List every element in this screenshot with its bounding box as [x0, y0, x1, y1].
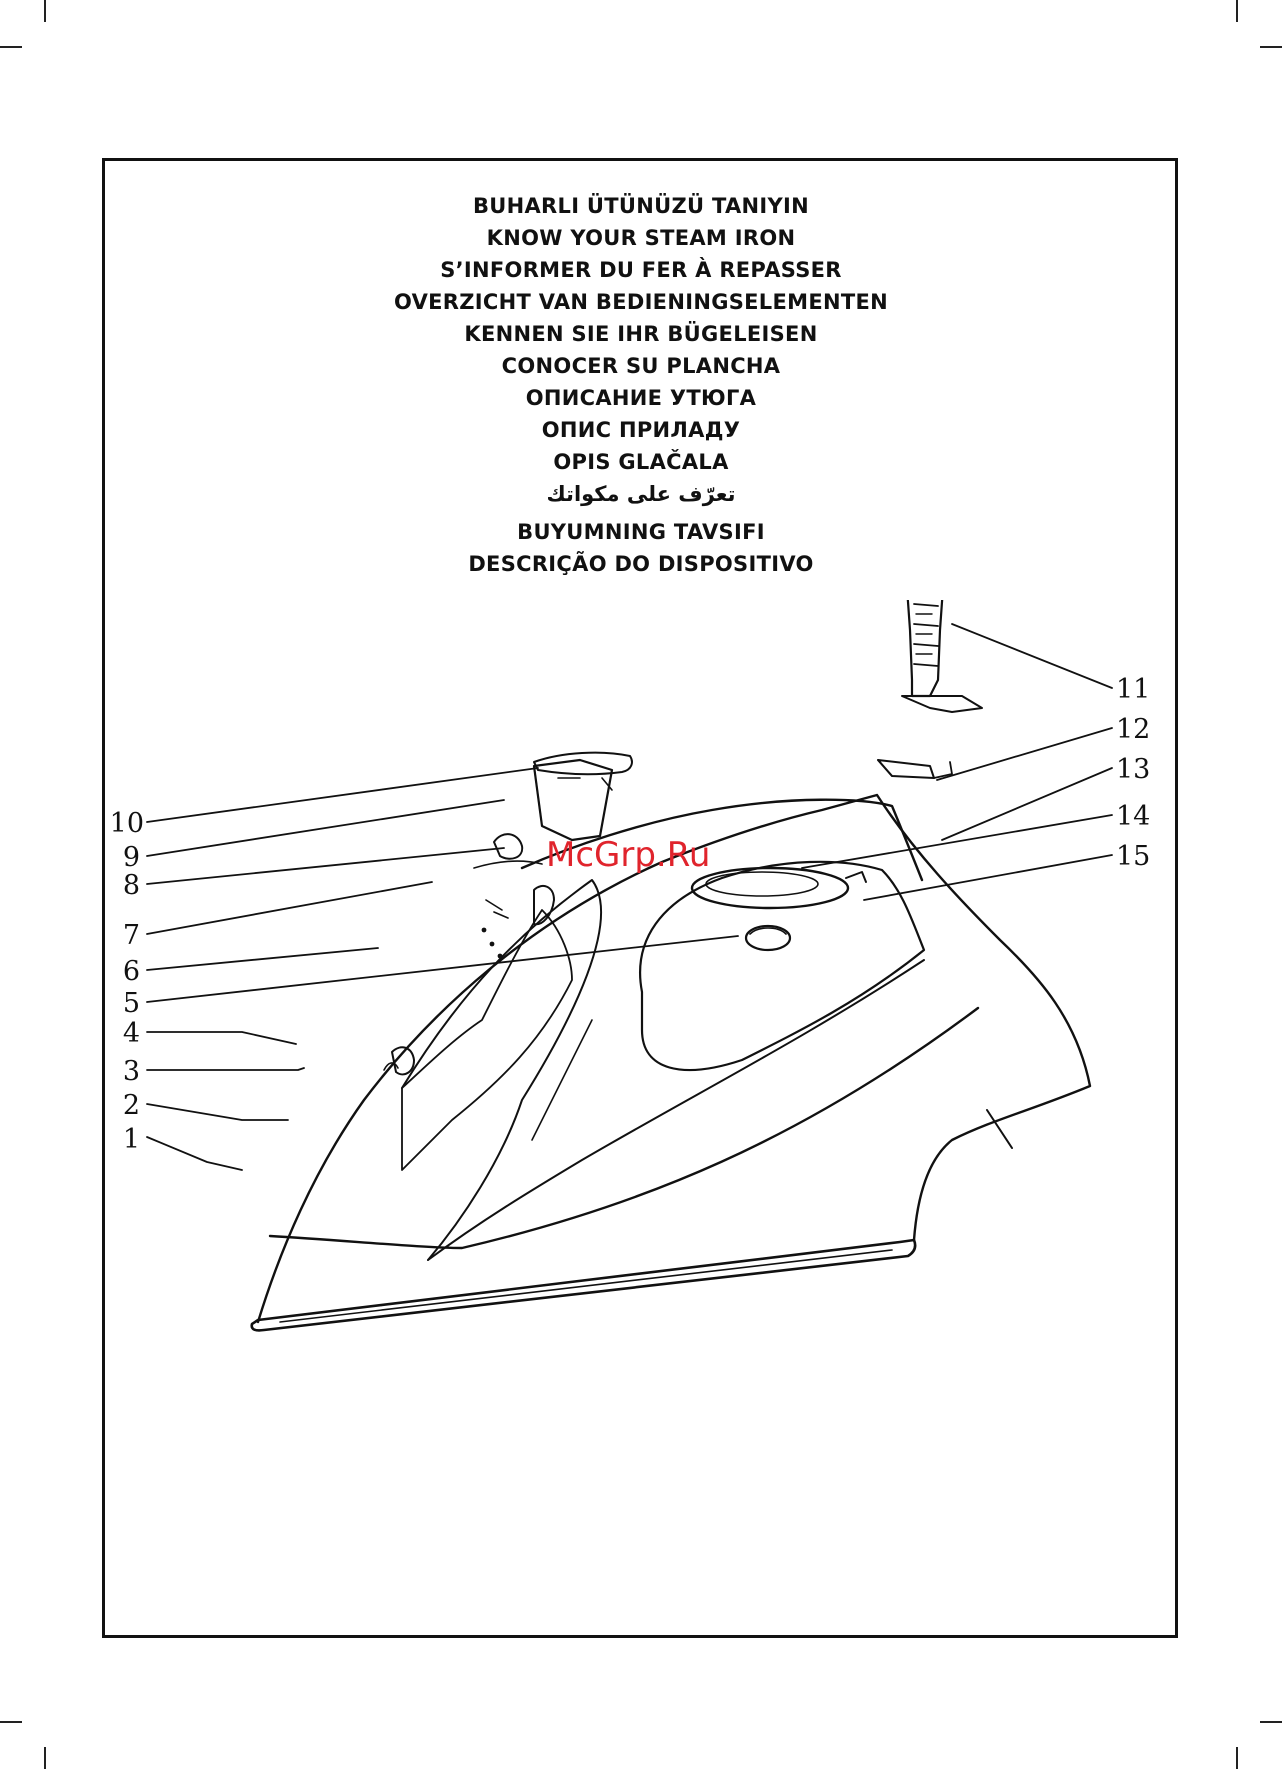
- callout-13: 13: [1116, 754, 1150, 785]
- leader-lines: [147, 624, 1112, 1170]
- callout-1: 1: [123, 1124, 140, 1155]
- steam-iron-diagram: 1 2 3 4 5 6 7 8 9 10 11 12 13 14 15 McGr…: [102, 600, 1178, 1360]
- callout-12: 12: [1116, 714, 1150, 745]
- heading-french: S’INFORMER DU FER À REPASSER: [0, 254, 1282, 286]
- crop-mark: [44, 0, 46, 22]
- front-panel: [402, 880, 601, 1260]
- crop-mark: [0, 46, 22, 48]
- heading-german: KENNEN SIE IHR BÜGELEISEN: [0, 318, 1282, 350]
- crop-mark: [44, 1747, 46, 1769]
- heading-spanish: CONOCER SU PLANCHA: [0, 350, 1282, 382]
- heading-portuguese: DESCRIÇÃO DO DISPOSITIVO: [0, 548, 1282, 580]
- handle-opening: [640, 862, 924, 1070]
- callout-6: 6: [123, 956, 140, 987]
- heading-uzbek: BUYUMNING TAVSIFI: [0, 516, 1282, 548]
- heading-croatian: OPIS GLAČALA: [0, 446, 1282, 478]
- callout-11: 11: [1116, 674, 1150, 705]
- self-clean-button: [746, 926, 790, 950]
- heading-ukrainian: ОПИС ПРИЛАДУ: [0, 414, 1282, 446]
- crop-mark: [1260, 1721, 1282, 1723]
- heading-arabic: تعرّف على مكواتك: [0, 478, 1282, 510]
- crop-mark: [0, 1721, 22, 1723]
- heading-russian: ОПИСАНИЕ УТЮГА: [0, 382, 1282, 414]
- callout-8: 8: [123, 870, 140, 901]
- crop-mark: [1236, 1747, 1238, 1769]
- heading-turkish: BUHARLI ÜTÜNÜZÜ TANIYIN: [0, 190, 1282, 222]
- temperature-dial: [692, 868, 848, 908]
- callout-4: 4: [123, 1018, 140, 1049]
- callout-7: 7: [123, 920, 140, 951]
- watermark: McGrp.Ru: [546, 835, 710, 875]
- callout-2: 2: [123, 1090, 140, 1121]
- soleplate: [252, 1240, 915, 1330]
- callout-10: 10: [110, 808, 144, 839]
- callout-5: 5: [123, 988, 140, 1019]
- heading-english: KNOW YOUR STEAM IRON: [0, 222, 1282, 254]
- callout-14: 14: [1116, 801, 1150, 832]
- callout-numbers: 1 2 3 4 5 6 7 8 9 10 11 12 13 14 15: [110, 674, 1151, 1155]
- crop-mark: [1236, 0, 1238, 22]
- callout-15: 15: [1116, 841, 1150, 872]
- body-seam: [270, 1008, 978, 1248]
- crop-mark: [1260, 46, 1282, 48]
- water-tank-window: [402, 910, 572, 1170]
- spray-button: [494, 834, 522, 859]
- callout-3: 3: [123, 1056, 140, 1087]
- heading-block: BUHARLI ÜTÜNÜZÜ TANIYIN KNOW YOUR STEAM …: [0, 190, 1282, 580]
- heading-dutch: OVERZICHT VAN BEDIENINGSELEMENTEN: [0, 286, 1282, 318]
- callout-9: 9: [123, 842, 140, 873]
